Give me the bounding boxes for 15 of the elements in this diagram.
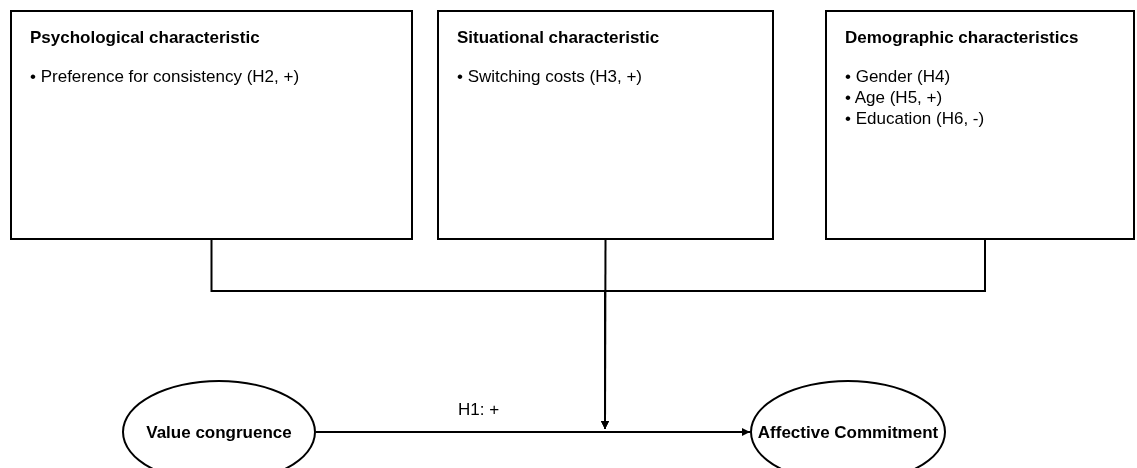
factor-box — [437, 10, 774, 240]
arrow — [601, 239, 986, 430]
bullet-item: • Preference for consistency (H2, +) — [30, 66, 301, 87]
bullet-item: • Gender (H4) — [845, 66, 952, 87]
arrow — [315, 428, 751, 436]
bullet-item: • Switching costs (H3, +) — [457, 66, 643, 87]
box-heading: Psychological characteristic — [30, 28, 261, 48]
factor-box — [10, 10, 413, 240]
bullet-item: • Education (H6, -) — [845, 108, 986, 129]
box-heading: Demographic characteristics — [845, 28, 1080, 48]
factor-box — [825, 10, 1135, 240]
box-heading: Situational characteristic — [457, 28, 661, 48]
construct-name: Affective Commitment — [757, 421, 939, 443]
construct-name: Value congruence — [146, 421, 292, 443]
bullet-item: • Age (H5, +) — [845, 87, 944, 108]
